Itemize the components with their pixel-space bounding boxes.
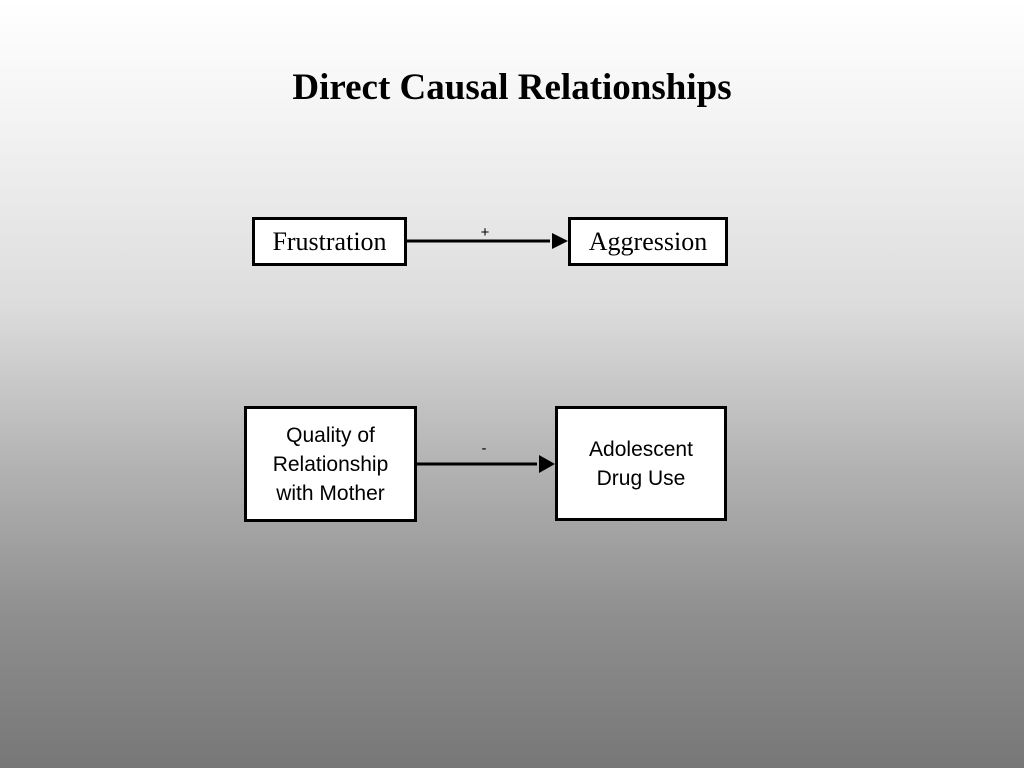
relationship-sign-negative: - bbox=[481, 440, 487, 457]
node-aggression-label: Aggression bbox=[588, 226, 708, 256]
node-drug-use-label-line: Adolescent bbox=[589, 437, 693, 461]
node-quality-label-line: Relationship bbox=[272, 452, 389, 476]
slide-title: Direct Causal Relationships bbox=[292, 67, 732, 108]
node-adolescent-drug-use: Adolescent Drug Use bbox=[555, 406, 727, 521]
node-aggression: Aggression bbox=[568, 217, 728, 266]
node-drug-use-label-line: Drug Use bbox=[596, 466, 686, 490]
relationship-sign-positive: + bbox=[480, 224, 490, 241]
node-quality-of-relationship-with-mother: Quality of Relationship with Mother bbox=[244, 406, 417, 522]
node-quality-label-line: with Mother bbox=[276, 481, 385, 505]
node-frustration-label: Frustration bbox=[272, 226, 387, 256]
arrowhead-frustration-to-aggression bbox=[552, 233, 568, 249]
arrowhead-quality-to-drug-use bbox=[539, 455, 555, 473]
node-quality-label-line: Quality of bbox=[286, 423, 375, 447]
node-frustration: Frustration bbox=[252, 217, 407, 266]
